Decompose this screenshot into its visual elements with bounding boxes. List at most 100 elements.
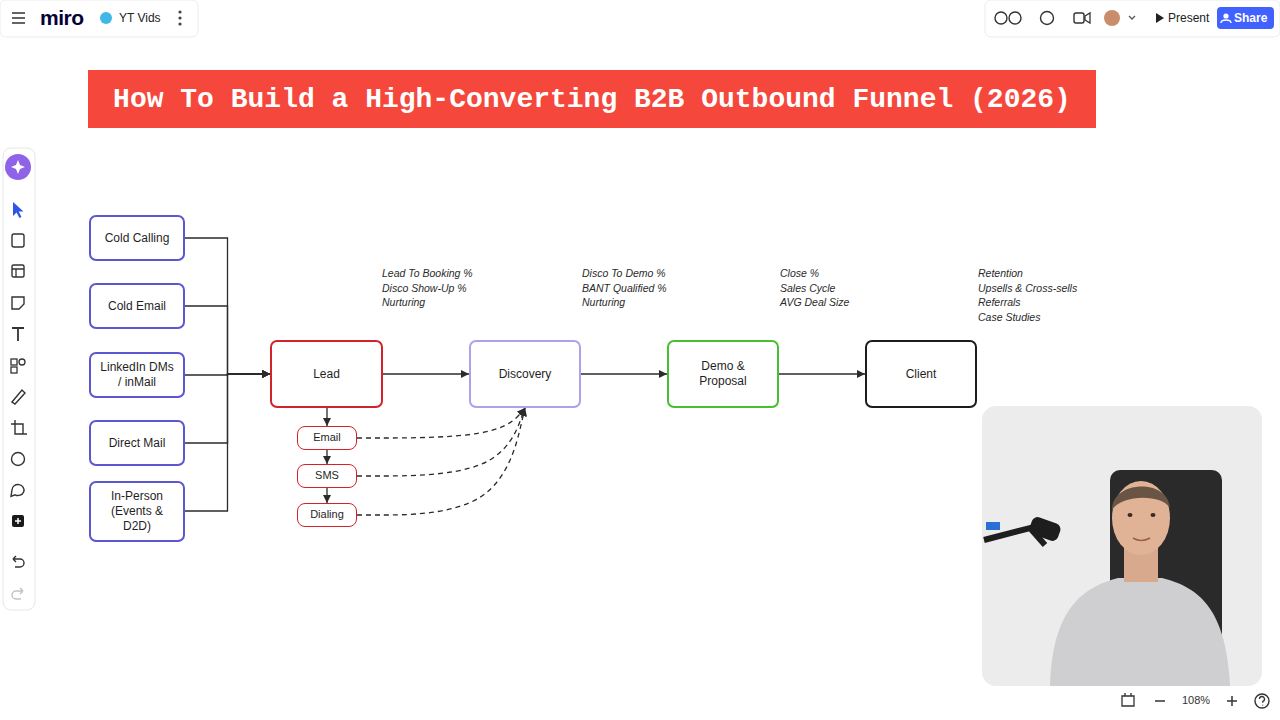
flow-connector <box>326 488 327 503</box>
top-panel <box>985 0 1280 37</box>
stage-box: Lead <box>270 340 383 408</box>
metric-note: Sales Cycle <box>780 282 835 295</box>
help-icon <box>1260 697 1265 706</box>
comment-icon <box>11 485 24 497</box>
more-tools-icon <box>15 518 21 524</box>
dashed-connector <box>357 408 525 438</box>
share-button <box>1217 7 1274 29</box>
metric-note: Nurturing <box>382 296 425 309</box>
select-icon <box>13 202 24 218</box>
stage-box: Demo & Proposal <box>667 340 779 408</box>
more-dot <box>178 16 181 19</box>
redo-icon <box>12 588 23 599</box>
app-logo: miro <box>40 5 84 30</box>
followup-pill: Email <box>297 426 357 450</box>
flow-connector <box>185 374 270 511</box>
play-icon <box>1156 13 1164 23</box>
flow-connector <box>581 373 667 374</box>
channel-box: Cold Email <box>89 283 185 329</box>
webcam-person <box>1133 538 1150 541</box>
title-text: How To Build a High-Converting B2B Outbo… <box>88 70 1096 128</box>
zoom-in-icon <box>1227 696 1237 706</box>
reaction-icon <box>1009 12 1021 24</box>
more-tools-icon <box>12 515 24 527</box>
metric-note: Retention <box>978 267 1023 280</box>
node-label: Dialing <box>310 508 344 522</box>
avatar <box>1104 10 1120 26</box>
pen-icon <box>12 390 25 404</box>
metric-note: BANT Qualified % <box>582 282 667 295</box>
node-label: Email <box>313 431 341 445</box>
more-dot <box>178 10 181 13</box>
zoom-level: 108% <box>1182 694 1210 707</box>
more-dot <box>178 22 181 25</box>
channel-box: Cold Calling <box>89 215 185 261</box>
tool-icon <box>12 265 24 277</box>
chevron-icon <box>1129 16 1135 19</box>
tool-panel <box>3 148 35 610</box>
menu-icon <box>12 13 25 23</box>
node-label: In-Person (Events & D2D) <box>97 489 177 534</box>
title-bar <box>88 70 1096 128</box>
sticker-icon <box>12 453 25 466</box>
reaction-icon <box>995 12 1007 24</box>
node-label: Demo & Proposal <box>677 359 769 389</box>
webcam-person <box>1112 481 1170 555</box>
metric-note: Close % <box>780 267 819 280</box>
shape-icon <box>11 367 17 373</box>
dashed-connector <box>357 408 525 476</box>
followup-pill: Dialing <box>297 503 357 527</box>
webcam-person <box>1112 486 1170 510</box>
shape-icon <box>19 359 25 365</box>
frame-icon <box>11 420 27 434</box>
video-icon <box>1074 13 1084 23</box>
webcam-person <box>1151 513 1156 517</box>
node-label: SMS <box>315 469 339 483</box>
node-label: LinkedIn DMs / inMail <box>97 360 177 390</box>
metric-note: Upsells & Cross-sells <box>978 282 1077 295</box>
channel-box: LinkedIn DMs / inMail <box>89 352 185 398</box>
board-icon <box>100 12 112 24</box>
sticky-icon <box>12 297 24 309</box>
metric-note: Case Studies <box>978 311 1040 324</box>
node-label: Direct Mail <box>109 436 166 451</box>
connector-group <box>185 238 865 515</box>
text-tool-icon <box>12 328 24 341</box>
webcam-person <box>1128 513 1133 517</box>
metric-note: Disco To Demo % <box>582 267 666 280</box>
channel-box: Direct Mail <box>89 420 185 466</box>
stage-box: Discovery <box>469 340 581 408</box>
webcam-mic <box>1028 515 1062 542</box>
share-icon <box>1223 13 1228 18</box>
top-panel <box>0 0 198 37</box>
help-icon <box>1255 694 1269 708</box>
webcam-person <box>1050 578 1230 686</box>
tool-icon <box>12 234 24 247</box>
flow-connector <box>185 306 270 374</box>
metric-note: Lead To Booking % <box>382 267 473 280</box>
node-label: Lead <box>313 367 340 382</box>
flow-connector <box>779 373 865 374</box>
metric-note: AVG Deal Size <box>780 296 849 309</box>
webcam-frame <box>982 406 1262 686</box>
chat-icon <box>1041 12 1054 25</box>
dashed-connector <box>357 408 525 515</box>
node-label: Cold Email <box>108 299 166 314</box>
channel-box: In-Person (Events & D2D) <box>89 481 185 542</box>
shape-icon <box>11 359 17 365</box>
metric-note: Referrals <box>978 296 1021 309</box>
tool-icon <box>12 269 24 277</box>
flow-connector <box>383 373 469 374</box>
ai-icon <box>11 160 25 174</box>
node-label: Client <box>906 367 937 382</box>
fit-icon <box>1122 693 1134 706</box>
share-icon <box>1221 20 1231 23</box>
flow-connector <box>326 450 327 464</box>
node-label: Cold Calling <box>105 231 170 246</box>
undo-icon <box>13 556 24 567</box>
flow-connector <box>326 408 327 426</box>
node-label: Discovery <box>499 367 552 382</box>
flow-connector <box>185 238 270 374</box>
zoom-out-icon <box>1155 700 1165 702</box>
